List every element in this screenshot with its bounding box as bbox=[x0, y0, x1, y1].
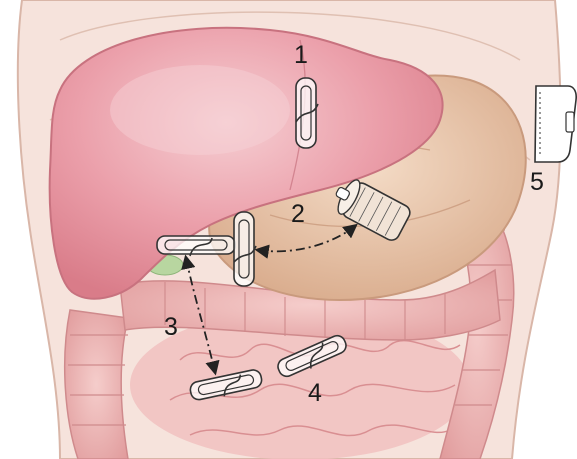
label-2: 2 bbox=[291, 202, 305, 227]
label-1: 1 bbox=[294, 43, 308, 68]
external-device-5 bbox=[535, 86, 576, 162]
anchor-device-2a bbox=[157, 236, 235, 256]
ascending-colon bbox=[65, 310, 128, 459]
anchor-device-1 bbox=[296, 78, 318, 148]
anchor-device-2b bbox=[234, 212, 256, 286]
label-3: 3 bbox=[164, 315, 178, 340]
label-5: 5 bbox=[530, 170, 544, 195]
label-4: 4 bbox=[308, 381, 322, 406]
